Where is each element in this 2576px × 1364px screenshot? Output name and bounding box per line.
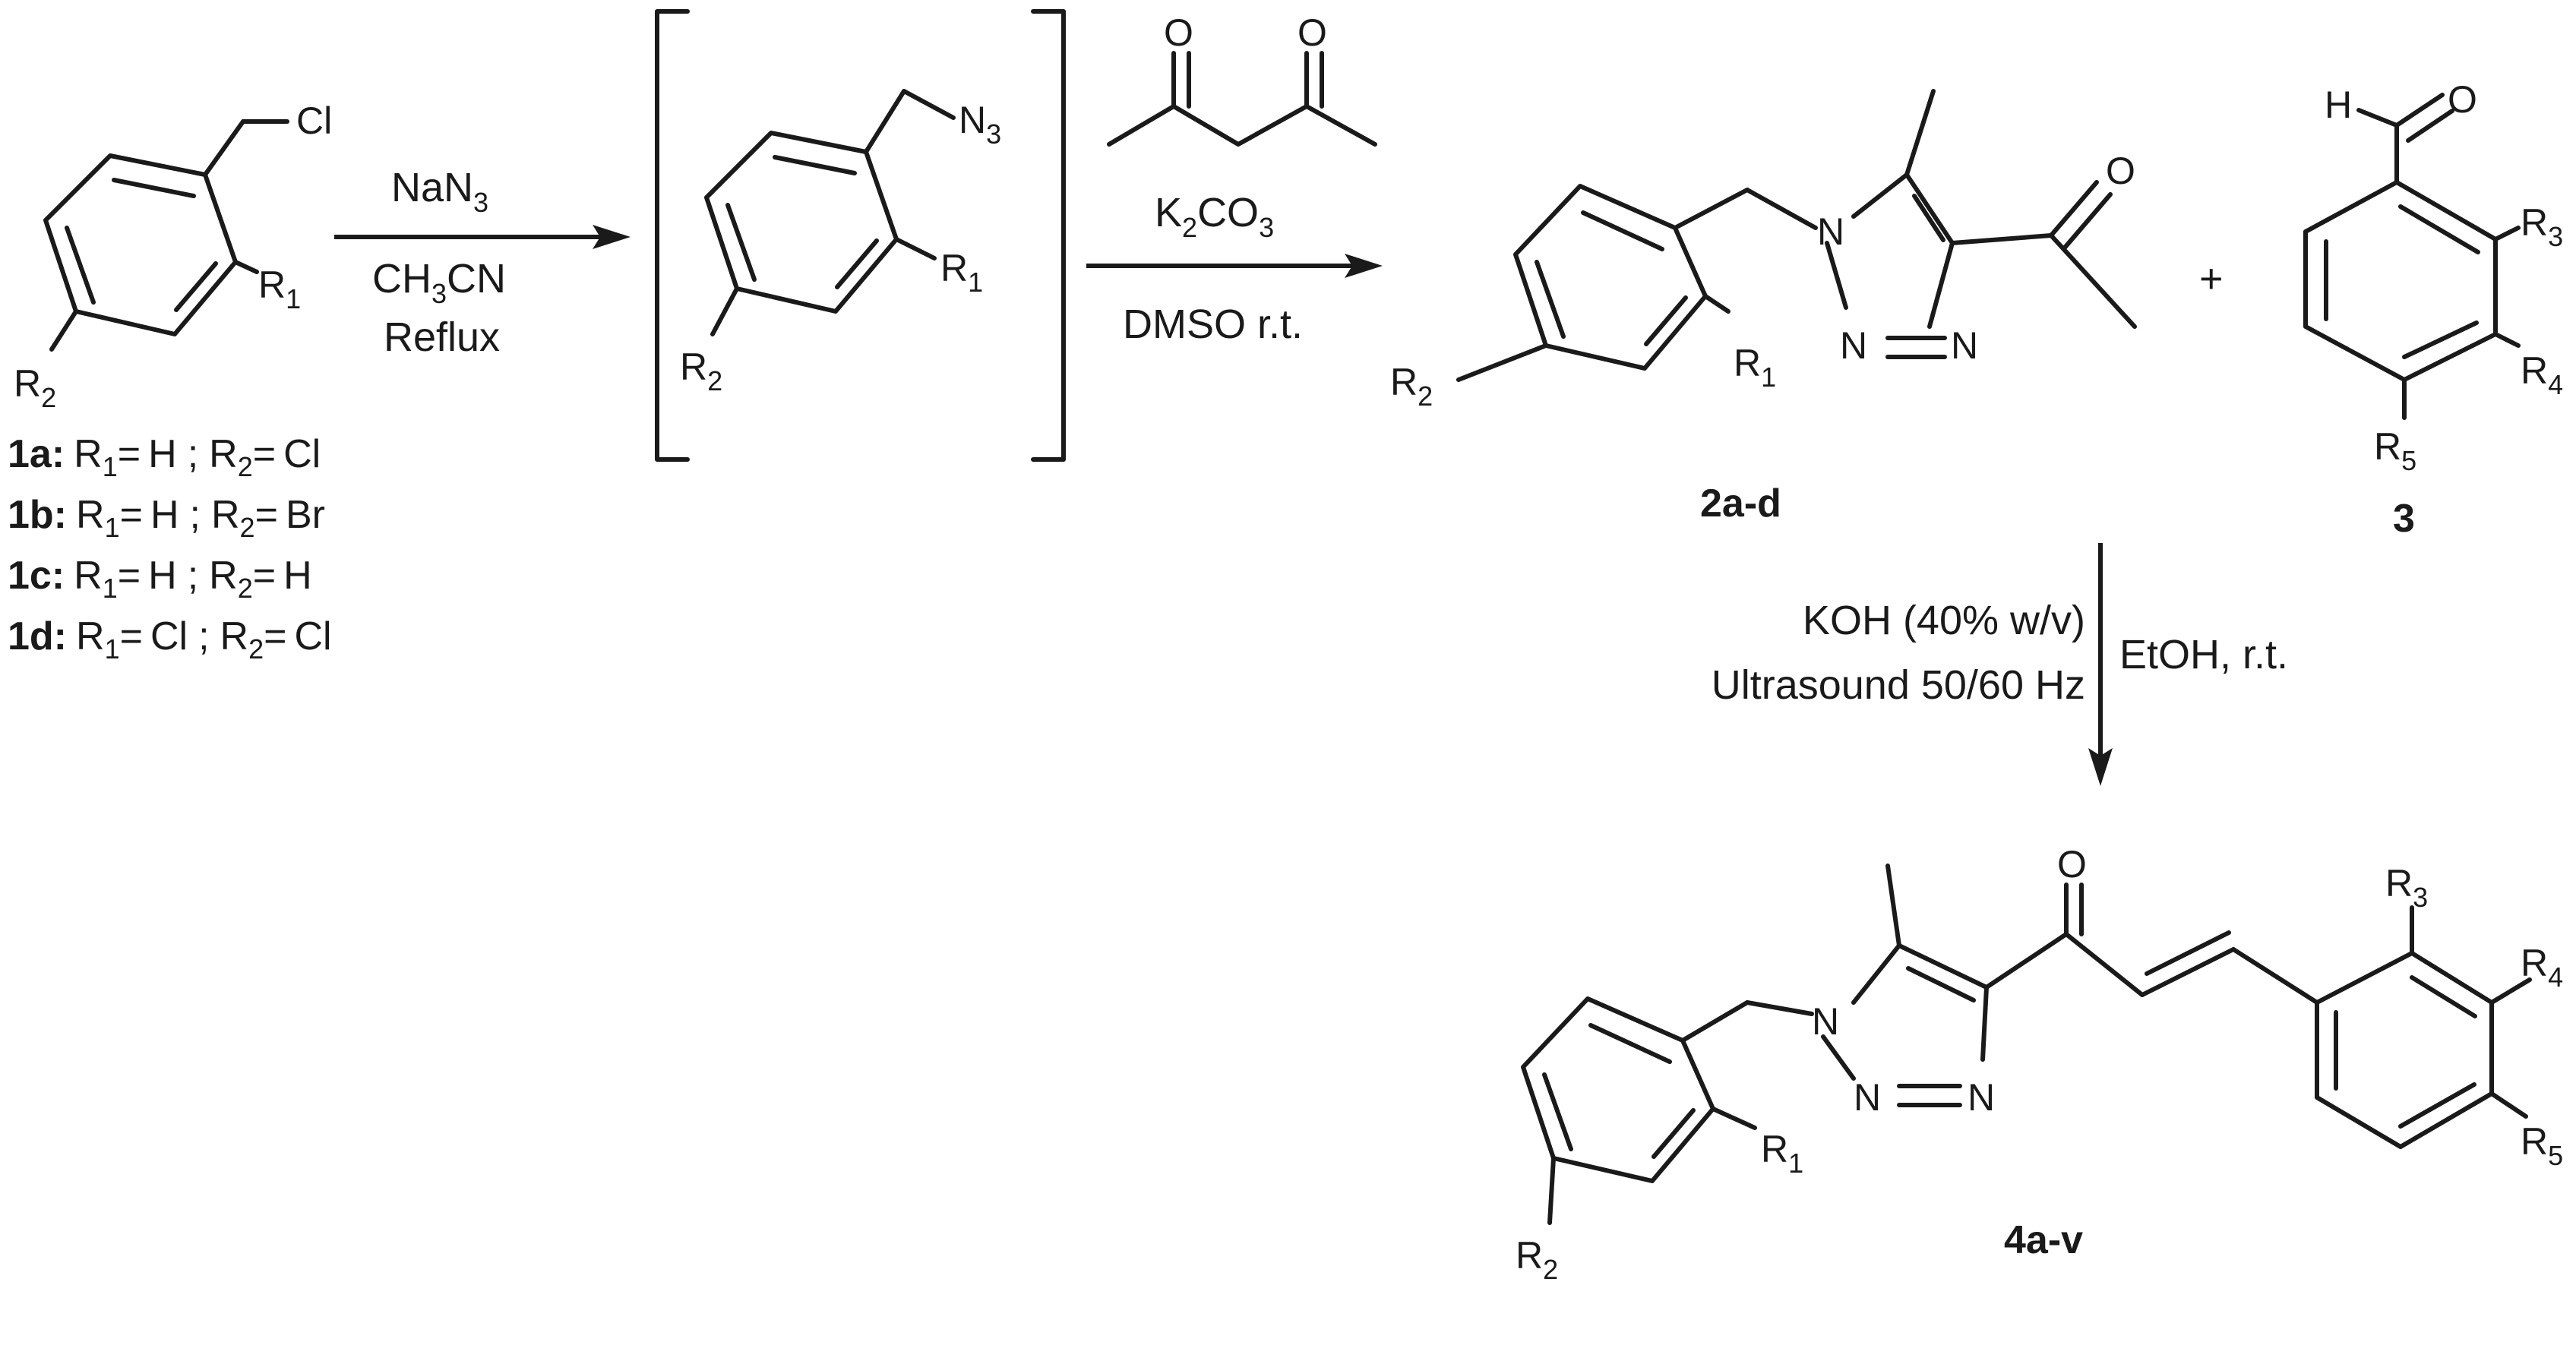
label-r1: R1	[1761, 1128, 1803, 1179]
label-r1: R1	[940, 247, 983, 298]
label-r3: R3	[2521, 201, 2563, 252]
label-r5: R5	[2521, 1120, 2563, 1171]
label-h: H	[2325, 84, 2352, 126]
label-r5: R5	[2374, 425, 2416, 476]
label-n: N	[1840, 324, 1867, 367]
arrow-step-2	[1086, 254, 1383, 278]
label-r3: R3	[2385, 862, 2428, 913]
label-o: O	[1164, 11, 1193, 54]
compound-label-3: 3	[2393, 497, 2415, 541]
reagent-koh: KOH (40% w/v)	[1803, 598, 2085, 643]
label-r4: R4	[2521, 349, 2563, 400]
substituent-row-1a: 1a:R1=H;R2=Cl	[8, 432, 321, 482]
label-o: O	[1297, 11, 1327, 54]
condition-ultrasound: Ultrasound 50/60 Hz	[1712, 662, 2085, 708]
compound-2-structure: N N N O R1 R2	[1390, 89, 2137, 412]
label-r2: R2	[14, 362, 56, 413]
label-r2: R2	[680, 346, 722, 396]
substituent-table: 1a:R1=H;R2=Cl 1b:R1=H;R2=Br 1c:R1=H;R2=H…	[8, 432, 332, 665]
substituent-row-1c: 1c:R1=H;R2=H	[8, 554, 312, 604]
compound-4-structure: N N N O R1 R2 R3 R4 R5	[1516, 843, 2563, 1285]
compound-1-structure: Cl R1 R2	[14, 99, 332, 413]
label-n: N	[1968, 1076, 1995, 1119]
label-n3: N3	[959, 99, 1001, 150]
acetylacetone: O O	[1107, 11, 1377, 147]
label-r1: R1	[258, 264, 301, 314]
label-o: O	[2106, 150, 2135, 192]
substituent-row-1d: 1d:R1=Cl;R2=Cl	[8, 614, 332, 665]
compound-3-structure: H O R3 R4 R5	[2303, 78, 2563, 476]
condition-reflux: Reflux	[384, 314, 500, 360]
label-n: N	[1854, 1076, 1881, 1119]
reagent-nan3: NaN3	[391, 165, 488, 218]
label-cl: Cl	[296, 99, 332, 142]
label-r2: R2	[1390, 361, 1433, 412]
label-n: N	[1817, 210, 1844, 253]
compound-label-2a-d: 2a-d	[1700, 482, 1781, 526]
label-o: O	[2448, 78, 2477, 121]
condition-etoh-rt: EtOH, r.t.	[2119, 632, 2288, 677]
label-n: N	[1812, 1000, 1839, 1043]
label-n: N	[1951, 324, 1978, 367]
label-o: O	[2057, 843, 2087, 886]
arrow-step-3	[2088, 543, 2113, 786]
substituent-row-1b: 1b:R1=H;R2=Br	[8, 493, 325, 543]
azide-intermediate: N3 R1 R2	[655, 9, 1066, 462]
label-r1: R1	[1734, 342, 1776, 393]
reagent-k2co3: K2CO3	[1155, 190, 1274, 243]
reagent-ch3cn: CH3CN	[372, 256, 506, 309]
label-r2: R2	[1516, 1234, 1558, 1285]
plus-sign: +	[2199, 256, 2224, 302]
condition-dmso-rt: DMSO r.t.	[1123, 302, 1303, 347]
label-r4: R4	[2521, 942, 2563, 993]
arrow-step-1	[334, 225, 631, 249]
compound-label-4a-v: 4a-v	[2004, 1218, 2083, 1262]
